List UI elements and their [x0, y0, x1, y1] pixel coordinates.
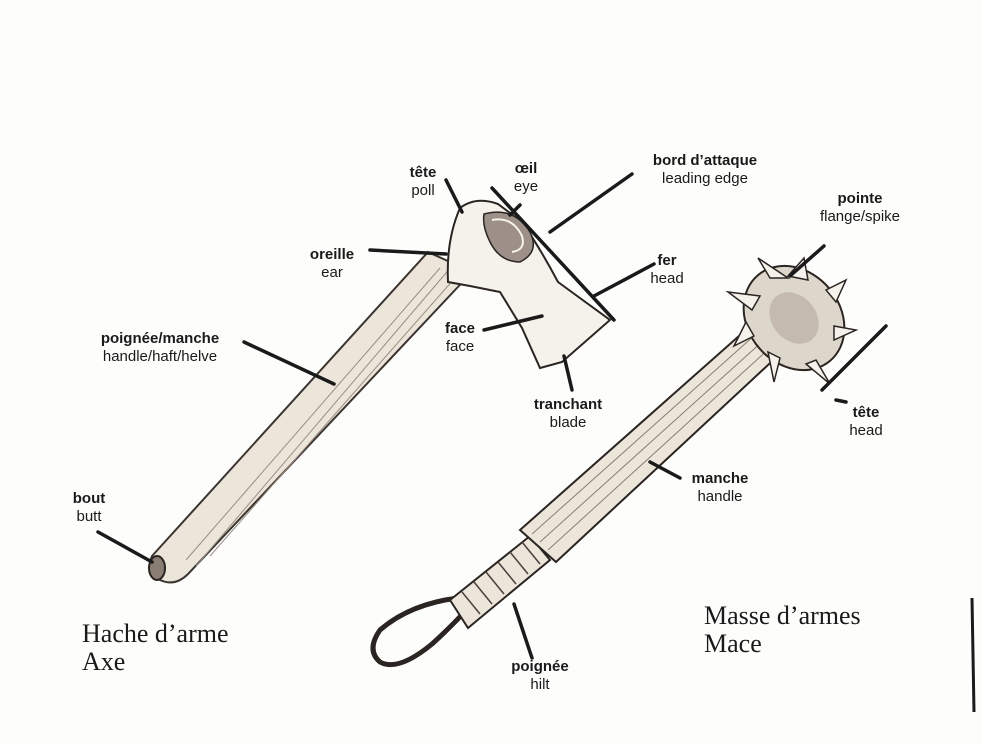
label-fr: face: [444, 320, 476, 337]
label-axe-ear: oreille ear: [298, 246, 366, 283]
label-en: blade: [549, 414, 587, 432]
label-axe-blade: tranchant blade: [518, 396, 618, 433]
label-mace-handle: manche handle: [680, 470, 760, 507]
label-fr: pointe: [837, 190, 883, 207]
label-fr: tranchant: [533, 396, 603, 413]
mace-illustration: [370, 244, 888, 668]
label-axe-eye: œil eye: [498, 160, 554, 197]
mace-title-en: Mace: [704, 629, 762, 659]
axe-head: [446, 199, 612, 370]
label-en: leading edge: [662, 170, 748, 188]
label-fr: bout: [72, 490, 106, 507]
label-en: hilt: [530, 676, 550, 694]
label-fr: poignée/manche: [100, 330, 220, 347]
axe-title: Hache d’arme Axe: [82, 619, 229, 677]
label-en: flange/spike: [819, 208, 901, 226]
label-fr: tête: [852, 404, 880, 421]
label-axe-head: fer head: [640, 252, 694, 289]
label-en: handle: [697, 488, 743, 506]
mace-title-fr: Masse d’armes: [704, 601, 861, 630]
label-fr: bord d’attaque: [652, 152, 758, 169]
axe-illustration: [96, 172, 656, 584]
label-fr: fer: [657, 252, 677, 269]
label-fr: tête: [409, 164, 437, 181]
label-en: ear: [321, 264, 343, 282]
label-en: poll: [411, 182, 435, 200]
label-en: eye: [513, 178, 539, 196]
label-axe-face: face face: [432, 320, 488, 357]
label-axe-butt: bout butt: [62, 490, 116, 527]
label-axe-handle: poignée/manche handle/haft/helve: [76, 330, 244, 367]
label-fr: poignée: [511, 658, 569, 675]
scan-edge-line: [970, 597, 976, 713]
label-en: head: [650, 270, 684, 288]
axe-title-fr: Hache d’arme: [82, 619, 229, 648]
mace-title: Masse d’armes Mace: [704, 601, 861, 659]
label-en: handle/haft/helve: [102, 348, 218, 366]
label-mace-head: tête head: [838, 404, 894, 441]
label-en: head: [849, 422, 883, 440]
label-en: butt: [76, 508, 102, 526]
label-axe-poll: tête poll: [398, 164, 448, 201]
label-fr: manche: [691, 470, 749, 487]
label-fr: œil: [514, 160, 538, 177]
axe-butt-end: [148, 555, 166, 581]
label-axe-leading-edge: bord d’attaque leading edge: [630, 152, 780, 189]
label-mace-hilt: poignée hilt: [500, 658, 580, 695]
axe-title-en: Axe: [82, 647, 126, 677]
label-en: face: [445, 338, 475, 356]
mace-hilt-loop: [370, 595, 472, 668]
mace-hilt: [448, 534, 552, 630]
label-mace-spike: pointe flange/spike: [792, 190, 928, 227]
label-fr: oreille: [309, 246, 355, 263]
axe-haft: [149, 250, 474, 584]
mace-head: [725, 256, 859, 385]
